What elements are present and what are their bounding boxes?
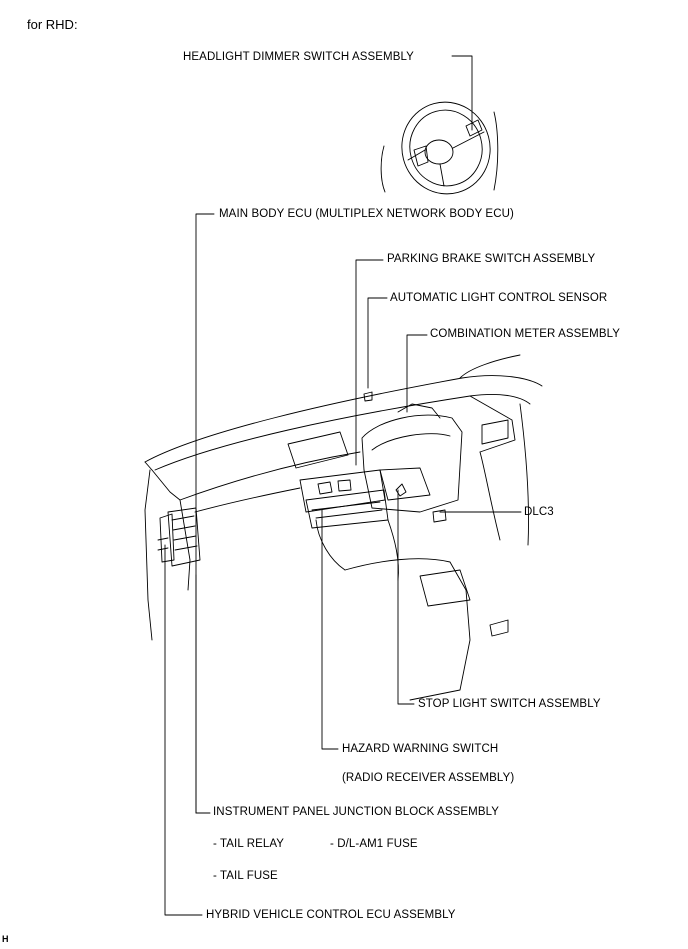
label-dlc3: DLC3 (524, 506, 554, 518)
label-ip-junction-block: INSTRUMENT PANEL JUNCTION BLOCK ASSEMBLY (213, 806, 500, 818)
label-combination-meter: COMBINATION METER ASSEMBLY (430, 328, 621, 340)
label-parking-brake-switch: PARKING BRAKE SWITCH ASSEMBLY (387, 253, 596, 265)
label-headlight-dimmer-switch: HEADLIGHT DIMMER SWITCH ASSEMBLY (183, 51, 414, 63)
label-automatic-light-control-sensor: AUTOMATIC LIGHT CONTROL SENSOR (390, 292, 608, 304)
label-hybrid-vehicle-control-ecu: HYBRID VEHICLE CONTROL ECU ASSEMBLY (206, 909, 456, 921)
label-tail-fuse: - TAIL FUSE (213, 870, 278, 882)
figure-id: H (2, 934, 9, 944)
steering-wheel-illustration (380, 101, 499, 195)
label-dl-am1-fuse: - D/L-AM1 FUSE (330, 838, 418, 850)
label-stop-light-switch: STOP LIGHT SWITCH ASSEMBLY (418, 698, 601, 710)
label-tail-relay: - TAIL RELAY (213, 838, 285, 850)
center-console-illustration (299, 469, 509, 701)
label-main-body-ecu: MAIN BODY ECU (MULTIPLEX NETWORK BODY EC… (219, 208, 514, 220)
junction-block-illustration (157, 507, 201, 567)
label-hazard-warning-switch: HAZARD WARNING SWITCH (342, 743, 499, 755)
section-header: for RHD: (27, 17, 78, 32)
leader-lines (164, 55, 522, 916)
combination-meter-illustration (287, 391, 463, 513)
label-radio-receiver: (RADIO RECEIVER ASSEMBLY) (342, 772, 515, 784)
dashboard-outline (144, 354, 543, 641)
